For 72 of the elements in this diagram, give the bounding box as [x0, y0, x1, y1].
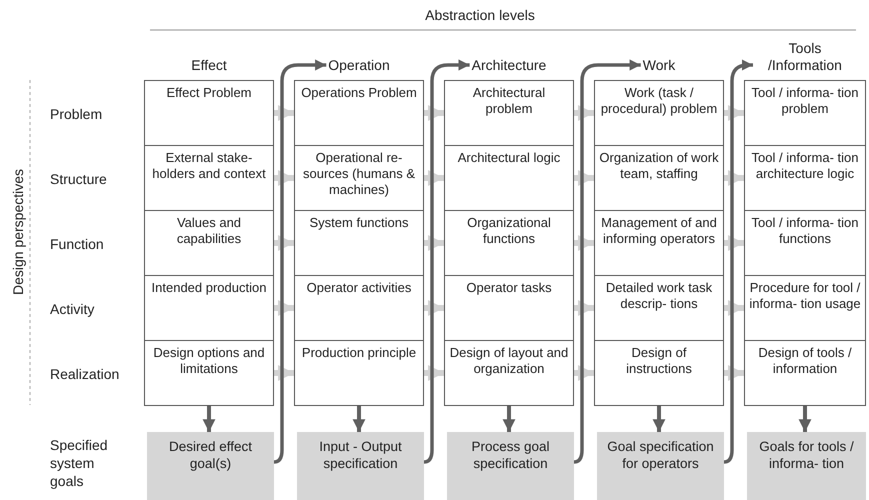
matrix-cell: Detailed work task descrip- tions — [594, 275, 724, 341]
chevron-arrow — [424, 365, 444, 381]
chevron-arrow — [274, 235, 294, 251]
chevron-arrow — [724, 105, 744, 121]
matrix-cell: External stake- holders and context — [144, 145, 274, 211]
matrix-cell: Design of layout and organization — [444, 340, 574, 406]
arrow — [352, 406, 366, 432]
chevron-arrow — [424, 170, 444, 186]
curved-arrow — [274, 59, 326, 464]
chevron-arrow — [574, 365, 594, 381]
matrix-cell: Effect Problem — [144, 80, 274, 146]
matrix-cell: Tool / informa- tion problem — [744, 80, 866, 146]
goal-box: Desired effect goal(s) — [147, 432, 274, 500]
matrix-cell: Values and capabilities — [144, 210, 274, 276]
matrix-cell: Architectural logic — [444, 145, 574, 211]
matrix-cell: Organizational functions — [444, 210, 574, 276]
chevron-arrow — [574, 235, 594, 251]
chevron-arrow — [574, 170, 594, 186]
row-label: Function — [50, 235, 104, 253]
matrix-cell: Design of instructions — [594, 340, 724, 406]
arrow — [652, 406, 666, 432]
matrix-cell: Design of tools / information — [744, 340, 866, 406]
matrix-cell: Operations Problem — [294, 80, 424, 146]
matrix-cell: Work (task / procedural) problem — [594, 80, 724, 146]
chevron-arrow — [724, 300, 744, 316]
row-label: Specified system goals — [50, 436, 109, 490]
curved-arrow — [573, 59, 641, 464]
matrix-cell: Production principle — [294, 340, 424, 406]
arrow — [798, 406, 812, 432]
row-label: Realization — [50, 365, 120, 383]
matrix-cell: Operator activities — [294, 275, 424, 341]
chevron-arrow — [274, 170, 294, 186]
row-label: Activity — [50, 300, 94, 318]
arrow — [202, 406, 216, 432]
row-label: Structure — [50, 170, 107, 188]
chevron-arrow — [424, 105, 444, 121]
chevron-arrow — [274, 105, 294, 121]
matrix-cell: Organization of work team, staffing — [594, 145, 724, 211]
chevron-arrow — [424, 235, 444, 251]
chevron-arrow — [574, 105, 594, 121]
axis-title: Abstraction levels — [424, 6, 536, 24]
matrix-cell: Operator tasks — [444, 275, 574, 341]
chevron-arrow — [724, 235, 744, 251]
matrix-cell: Tool / informa- tion architecture logic — [744, 145, 866, 211]
matrix-cell: Design options and limitations — [144, 340, 274, 406]
axis-title: Design perspectives — [9, 168, 27, 296]
arrow — [502, 406, 516, 432]
matrix-cell: System functions — [294, 210, 424, 276]
matrix-cell: Tool / informa- tion functions — [744, 210, 866, 276]
curved-arrow — [424, 59, 470, 464]
goal-box: Input - Output specification — [297, 432, 424, 500]
matrix-cell: Management of and informing operators — [594, 210, 724, 276]
matrix-cell: Architectural problem — [444, 80, 574, 146]
row-label: Problem — [50, 105, 102, 123]
curved-arrow — [724, 59, 753, 464]
chevron-arrow — [424, 300, 444, 316]
column-heading: Operation — [328, 57, 390, 74]
column-heading: Architecture — [472, 57, 546, 74]
column-heading: Effect — [191, 57, 227, 74]
chevron-arrow — [724, 365, 744, 381]
matrix-cell: Operational re- sources (humans & machines) — [294, 145, 424, 211]
chevron-arrow — [574, 300, 594, 316]
goal-box: Process goal specification — [447, 432, 574, 500]
chevron-arrow — [274, 365, 294, 381]
goal-box: Goals for tools / informa- tion — [747, 432, 866, 500]
matrix-cell: Intended production — [144, 275, 274, 341]
column-heading: Tools /Information — [755, 40, 855, 74]
chevron-arrow — [274, 300, 294, 316]
matrix-cell: Procedure for tool / informa- tion usage — [744, 275, 866, 341]
chevron-arrow — [724, 170, 744, 186]
column-heading: Work — [642, 57, 676, 74]
goal-box: Goal specification for operators — [597, 432, 724, 500]
